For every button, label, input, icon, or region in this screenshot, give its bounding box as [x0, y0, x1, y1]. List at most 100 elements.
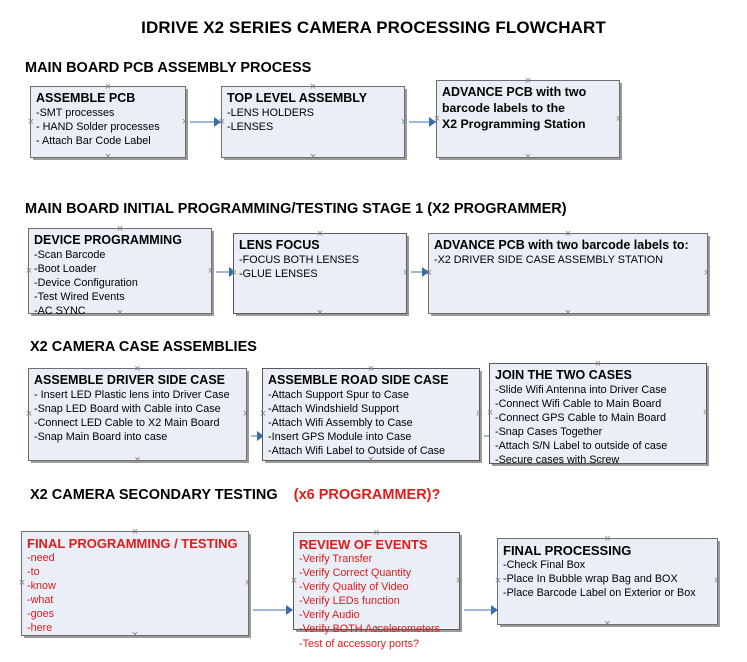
flow-box-final-programming-testing[interactable]: FINAL PROGRAMMING / TESTING -need -to -k… — [21, 531, 249, 636]
resize-handle-right[interactable] — [181, 118, 190, 127]
resize-handle-right[interactable] — [242, 410, 251, 419]
resize-handle-left[interactable] — [18, 579, 27, 588]
resize-handle-left[interactable] — [27, 118, 36, 127]
connector-arrow-icon — [491, 605, 498, 615]
resize-handle-right[interactable] — [455, 577, 464, 586]
resize-handle-right[interactable] — [475, 410, 484, 419]
flow-box-line: - Insert LED Plastic lens into Driver Ca… — [34, 388, 230, 401]
flow-box-line: -Verify LEDs function — [299, 595, 400, 608]
resize-handle-left[interactable] — [218, 118, 227, 127]
resize-handle-top[interactable] — [372, 529, 381, 538]
resize-handle-left[interactable] — [494, 577, 503, 586]
flow-box-line: -Verify Correct Quantity — [299, 567, 412, 580]
flow-box-top-level-assembly[interactable]: TOP LEVEL ASSEMBLY -LENS HOLDERS -LENSES — [221, 86, 405, 158]
resize-handle-top[interactable] — [104, 83, 113, 92]
resize-handle-right[interactable] — [207, 267, 216, 276]
resize-handle-bottom[interactable] — [104, 153, 113, 162]
connector-arrow-icon — [257, 431, 264, 441]
resize-handle-bottom[interactable] — [372, 625, 381, 634]
flow-box-line: -Snap LED Board with Cable into Case — [34, 402, 221, 415]
flow-box-line: -Insert GPS Module into Case — [268, 430, 412, 443]
resize-handle-top[interactable] — [131, 528, 140, 537]
flow-box-line: -GLUE LENSES — [239, 267, 318, 280]
resize-handle-right[interactable] — [703, 269, 712, 278]
flow-box-title: ASSEMBLE DRIVER SIDE CASE — [34, 373, 226, 387]
flow-box-assemble-driver-side-case[interactable]: ASSEMBLE DRIVER SIDE CASE - Insert LED P… — [28, 368, 247, 461]
flow-box-device-programming[interactable]: DEVICE PROGRAMMING -Scan Barcode -Boot L… — [25, 225, 212, 317]
flow-box-advance-pcb-to-x2-programming-station[interactable]: ADVANCE PCB with two barcode labels to t… — [436, 80, 620, 158]
flow-box-line: -Slide Wifi Antenna into Driver Case — [495, 383, 667, 396]
flow-box-line: X2 Programming Station — [442, 117, 586, 132]
connector-line — [411, 271, 429, 273]
flow-box-title: DEVICE PROGRAMMING — [34, 233, 182, 247]
resize-handle-left[interactable] — [25, 410, 34, 419]
flow-box-title: LENS FOCUS — [239, 238, 320, 252]
flow-box-join-the-two-cases[interactable]: JOIN THE TWO CASES -Slide Wifi Antenna i… — [486, 360, 707, 466]
resize-handle-top[interactable] — [309, 83, 318, 92]
flow-box-line: -Verify Transfer — [299, 553, 373, 566]
resize-handle-left[interactable] — [433, 115, 442, 124]
resize-handle-bottom[interactable] — [367, 456, 376, 465]
flow-box-line: -Attach Support Spur to Case — [268, 388, 410, 401]
flow-box-line: -Attach S/N Label to outside of case — [495, 439, 668, 452]
flow-box-advance-pcb-to-driver-side-case[interactable]: ADVANCE PCB with two barcode labels to: … — [428, 233, 708, 314]
connector-line — [216, 271, 238, 273]
resize-handle-right[interactable] — [615, 115, 624, 124]
resize-handle-top[interactable] — [133, 365, 142, 374]
resize-handle-top[interactable] — [367, 365, 376, 374]
flow-box-title: TOP LEVEL ASSEMBLY — [227, 91, 368, 105]
resize-handle-top[interactable] — [316, 230, 325, 239]
resize-handle-right[interactable] — [244, 579, 253, 588]
resize-handle-bottom[interactable] — [594, 459, 603, 468]
resize-handle-left[interactable] — [486, 409, 495, 418]
resize-handle-left[interactable] — [25, 267, 34, 276]
resize-handle-right[interactable] — [402, 269, 411, 278]
resize-handle-right[interactable] — [713, 577, 722, 586]
flow-box-assemble-pcb[interactable]: ASSEMBLE PCB -SMT processes - HAND Solde… — [30, 86, 186, 158]
flow-box-title: ASSEMBLE ROAD SIDE CASE — [268, 373, 449, 387]
flow-box-lens-focus[interactable]: LENS FOCUS -FOCUS BOTH LENSES -GLUE LENS… — [233, 233, 407, 314]
flow-box-review-of-events[interactable]: REVIEW OF EVENTS -Verify Transfer -Verif… — [290, 529, 460, 650]
resize-handle-top[interactable] — [116, 225, 125, 234]
flow-box-line: -SMT processes — [36, 106, 115, 119]
resize-handle-bottom[interactable] — [309, 153, 318, 162]
resize-handle-right[interactable] — [702, 409, 711, 418]
flow-box-line: -X2 DRIVER SIDE CASE ASSEMBLY STATION — [434, 253, 663, 266]
flow-box-line: -goes — [27, 608, 55, 621]
resize-handle-top[interactable] — [564, 230, 573, 239]
flow-box-line: -here — [27, 622, 53, 635]
flow-box-final-processing[interactable]: FINAL PROCESSING -Check Final Box -Place… — [497, 538, 718, 625]
resize-handle-bottom[interactable] — [116, 309, 125, 318]
flow-box-line: -Attach Wifi Assembly to Case — [268, 416, 413, 429]
connector-line — [409, 121, 437, 123]
flow-box-line: -Snap Main Board into case — [34, 430, 168, 443]
resize-handle-bottom[interactable] — [133, 456, 142, 465]
resize-handle-left[interactable] — [290, 577, 299, 586]
flow-box-line: -Place In Bubble wrap Bag and BOX — [503, 573, 678, 586]
section-heading-text: MAIN BOARD PCB ASSEMBLY PROCESS — [25, 60, 312, 76]
resize-handle-bottom[interactable] — [131, 631, 140, 640]
flow-box-line: -LENS HOLDERS — [227, 106, 314, 119]
resize-handle-bottom[interactable] — [316, 309, 325, 318]
resize-handle-bottom[interactable] — [603, 620, 612, 629]
resize-handle-bottom[interactable] — [524, 153, 533, 162]
resize-handle-bottom[interactable] — [564, 309, 573, 318]
flow-box-title: FINAL PROGRAMMING / TESTING — [27, 536, 238, 551]
flow-box-line: -to — [27, 566, 40, 579]
resize-handle-left[interactable] — [230, 269, 239, 278]
resize-handle-left[interactable] — [259, 410, 268, 419]
resize-handle-right[interactable] — [400, 118, 409, 127]
resize-handle-top[interactable] — [594, 360, 603, 369]
flow-box-line: - HAND Solder processes — [36, 120, 160, 133]
section-heading-text: X2 CAMERA CASE ASSEMBLIES — [30, 339, 257, 355]
flow-box-line: -Test Wired Events — [34, 290, 125, 303]
resize-handle-top[interactable] — [603, 535, 612, 544]
flow-box-line: -Attach Windshield Support — [268, 402, 399, 415]
flow-box-title: JOIN THE TWO CASES — [495, 368, 632, 382]
flow-box-assemble-road-side-case[interactable]: ASSEMBLE ROAD SIDE CASE -Attach Support … — [262, 368, 480, 461]
connector-arrow-icon — [286, 605, 293, 615]
resize-handle-left[interactable] — [425, 269, 434, 278]
resize-handle-top[interactable] — [524, 77, 533, 86]
flow-box-line: -Place Barcode Label on Exterior or Box — [503, 587, 696, 600]
flow-box-line: -Device Configuration — [34, 276, 138, 289]
